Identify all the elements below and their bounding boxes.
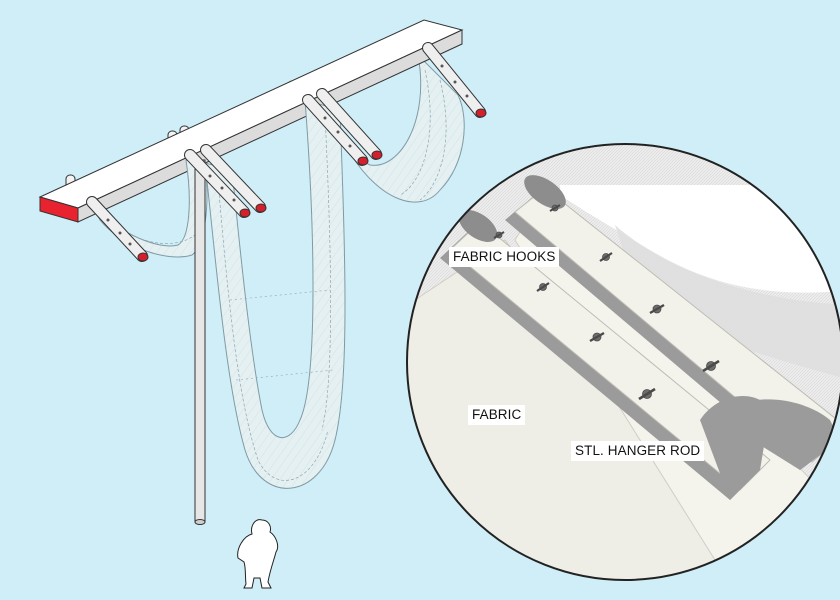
hanger-rod-2	[184, 149, 251, 218]
fabric-hooks-callout: FABRIC HOOKS	[449, 247, 560, 267]
hanger-rods	[86, 42, 487, 262]
hanger-rod-6	[422, 42, 487, 118]
hanger-rod-3	[200, 144, 267, 213]
detail-hanger-rods	[440, 175, 840, 500]
hanger-rod-1	[86, 196, 149, 262]
fabric-callout: FABRIC	[468, 405, 526, 425]
hanger-rod-4	[302, 94, 369, 166]
hanger-rod-5	[316, 88, 383, 160]
main-beam	[38, 19, 464, 223]
fabric-hook-icon	[493, 204, 720, 401]
support-post	[194, 159, 206, 525]
main-structure	[38, 19, 487, 589]
person-silhouette-icon	[237, 519, 279, 589]
hanger-rod-callout: STL. HANGER ROD	[571, 441, 705, 461]
detail-callout	[406, 143, 840, 581]
